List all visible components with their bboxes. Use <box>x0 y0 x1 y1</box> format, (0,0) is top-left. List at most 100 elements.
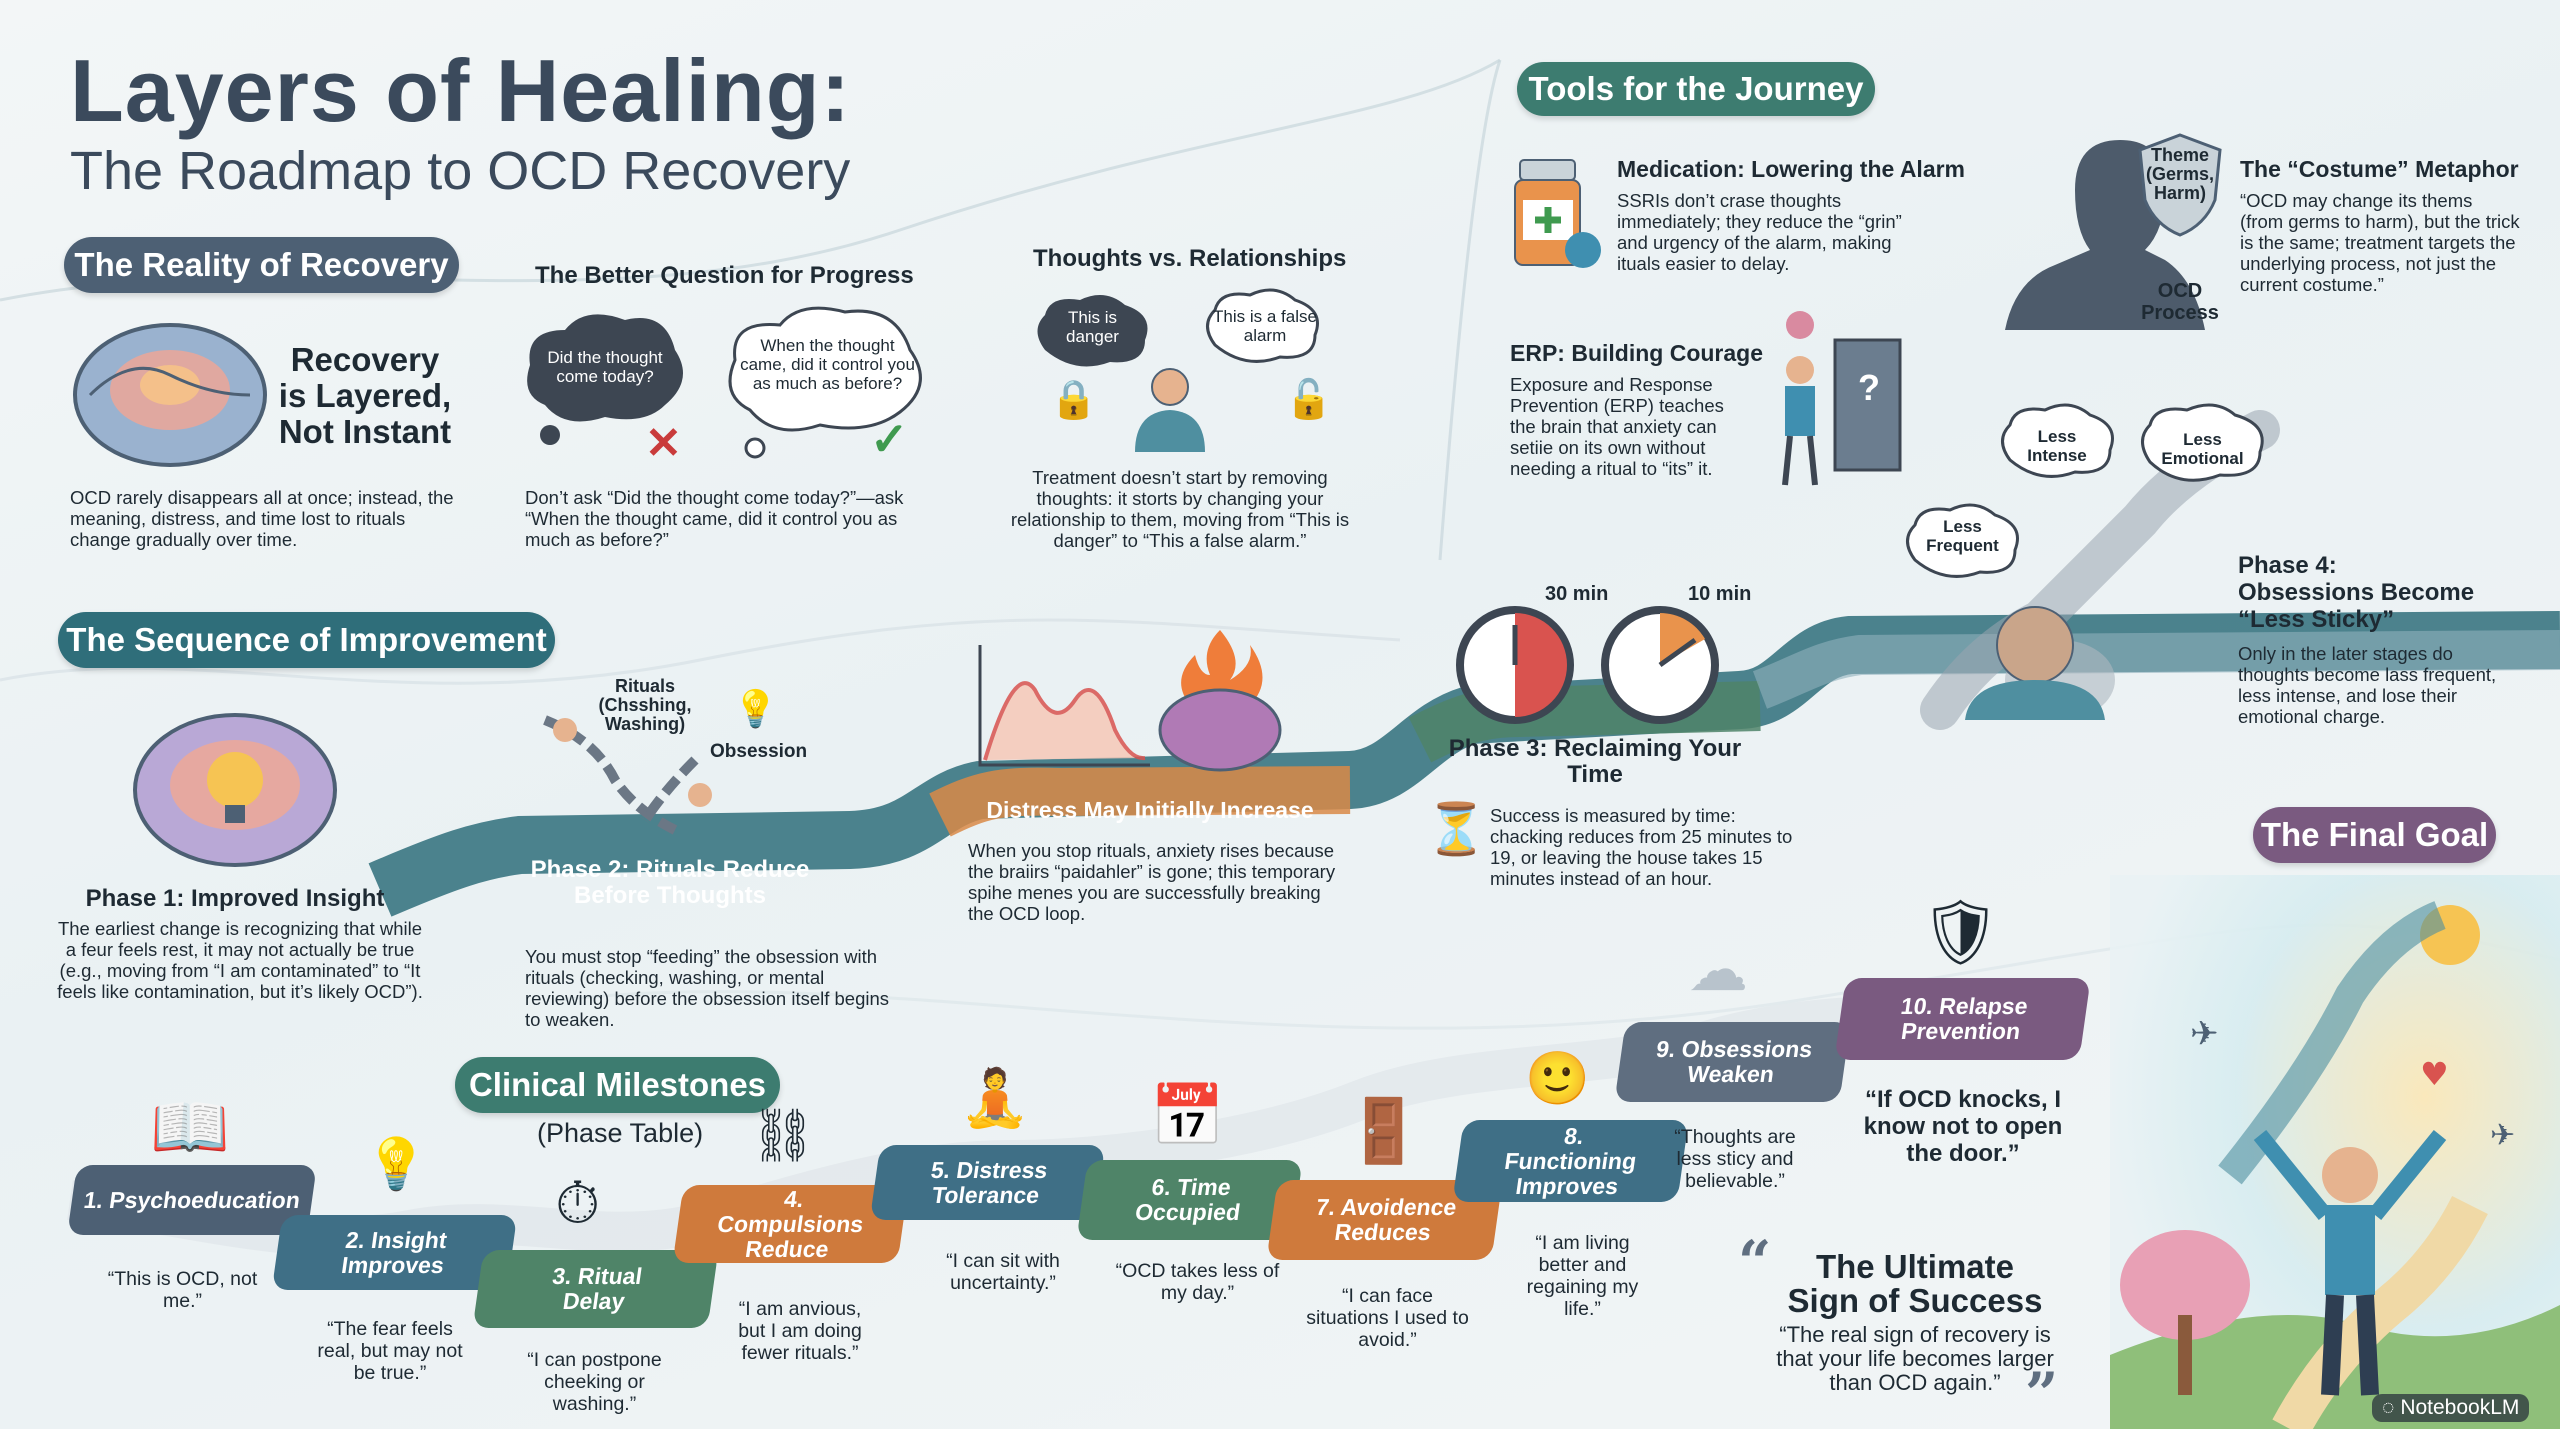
phase1-body: The earliest change is recognizing that … <box>57 918 423 1002</box>
distress-body: When you stop rituals, anxiety rises bec… <box>968 840 1336 924</box>
insight-lightbulb-icon: 💡 <box>365 1136 428 1192</box>
cloud-less-intense: Less Intense <box>2027 427 2087 465</box>
less-emotional-cloud <box>2141 403 2264 482</box>
reality-headline: Recovery is Layered, Not Instant <box>278 341 452 450</box>
milestone-9: 9. Obsessions Weaken <box>1614 1022 1851 1102</box>
medication-body: SSRIs don’t crase thoughts immediately; … <box>1617 190 1902 274</box>
milestone-1: 1. Psychoeducation <box>67 1165 317 1235</box>
bubble-new-question: When the thought came, did it control yo… <box>740 336 915 393</box>
phase4-body: Only in the later stages do thoughts bec… <box>2238 643 2497 727</box>
clock2-label: 10 min <box>1688 583 1752 605</box>
page-title: Layers of Healing: <box>70 41 851 140</box>
better-question-heading: The Better Question for Progress <box>535 262 914 289</box>
bubble-danger: This is danger <box>1066 308 1119 346</box>
shield-mask-icon <box>2138 133 2222 237</box>
quote-open-icon: “ <box>1738 1228 1772 1296</box>
wrong-icon: ✕ <box>645 419 682 468</box>
phase1-heading: Phase 1: Improved Insight <box>85 885 385 912</box>
broken-chains-icon <box>543 715 712 835</box>
reality-pill: The Reality of Recovery <box>64 237 459 293</box>
bubble-false-alarm: This is a false alarm <box>1213 307 1317 345</box>
milestone-8-quote: “I am living better and regaining my lif… <box>1526 1232 1639 1320</box>
light-thought-cloud-icon <box>728 306 922 459</box>
brain-fire-icon <box>1158 630 1282 772</box>
final-goal-illustration: ♥ ✈ ✈ <box>2110 875 2560 1429</box>
person-thinking-icon <box>1135 368 1205 452</box>
milestone-9-quote: “Thoughts are less sticy and believable.… <box>1674 1126 1796 1192</box>
notebooklm-watermark: ◌ NotebookLM <box>2372 1394 2530 1422</box>
milestone-4-quote: “I am anvious, but I am doing fewer ritu… <box>738 1298 862 1364</box>
svg-text:✈: ✈ <box>2490 1118 2515 1153</box>
dark-thought-cloud-icon <box>527 314 683 445</box>
milestone-3-quote: “I can postpone cheeking or washing.” <box>527 1349 662 1415</box>
sign-heading: The Ultimate Sign of Success <box>1787 1248 2043 1319</box>
brain-icon <box>73 323 267 467</box>
medication-bottle-icon <box>1514 159 1601 268</box>
small-cloud-icon: ☁ <box>1688 936 1748 1003</box>
costume-heading: The “Costume” Metaphor <box>2240 156 2519 182</box>
obsession-lightbulb-icon: 💡 <box>733 688 778 729</box>
shield-key-icon: 🛡 <box>1920 896 2002 968</box>
milestone-10-quote: “If OCD knocks, I know not to open the d… <box>1863 1086 2063 1167</box>
svg-text:✈: ✈ <box>2190 1014 2219 1054</box>
svg-text:♥: ♥ <box>2420 1055 2449 1093</box>
check-icon: ✓ <box>870 413 909 465</box>
better-question-body: Don’t ask “Did the thought come today?”—… <box>525 487 904 550</box>
milestone-10: 10. Relapse Prevention <box>1834 978 2091 1060</box>
phase3-body: Success is measured by time: chacking re… <box>1490 805 1793 889</box>
costume-body: “OCD may change its thems (from germs to… <box>2240 190 2520 295</box>
meditating-person-icon: 🧘 <box>960 1066 1030 1129</box>
final-goal-pill: The Final Goal <box>2253 807 2496 863</box>
obsession-label: Obsession <box>710 741 808 762</box>
process-label: OCD Process <box>2141 280 2219 324</box>
tools-pill: Tools for the Journey <box>1517 62 1875 116</box>
phase4-heading: Phase 4: Obsessions Become “Less Sticky” <box>2238 552 2475 633</box>
distress-label: Distress May Initially Increase <box>986 797 1314 823</box>
pause-clock-icon: ⏱ <box>555 1171 601 1236</box>
clock1-label: 30 min <box>1545 583 1609 605</box>
milestone-2-quote: “The fear feels real, but may not be tru… <box>317 1318 463 1384</box>
quote-close-icon: ” <box>2025 1360 2059 1428</box>
head-silhouette-icon <box>1965 606 2105 720</box>
thoughts-body: Treatment doesn’t start by removing thou… <box>1010 467 1350 551</box>
locked-padlock-icon: 🔒 <box>1050 379 1098 421</box>
theme-label: Theme (Germs, Harm) <box>2145 145 2215 203</box>
notebooklm-logo-icon: ◌ <box>2382 1396 2401 1419</box>
sequence-pill: The Sequence of Improvement <box>58 612 555 668</box>
sign-body: “The real sign of recovery is that your … <box>1776 1322 2054 1395</box>
svg-text:?: ? <box>1858 367 1880 408</box>
page-subtitle: The Roadmap to OCD Recovery <box>70 141 851 201</box>
door-courage-icon: ? <box>1782 311 1902 486</box>
milestones-pill: Clinical Milestones <box>455 1057 780 1113</box>
rituals-label: Rituals (Chsshing, Washing) <box>598 676 692 734</box>
false-alarm-cloud-icon <box>1206 288 1319 363</box>
bubble-old-question: Did the thought come today? <box>547 348 663 386</box>
less-intense-cloud <box>2001 403 2114 478</box>
phase2-body: You must stop “feeding” the obsession wi… <box>525 946 890 1030</box>
milestone-6: 6. Time Occupied <box>1076 1160 1303 1240</box>
calendar-icon: 📅 <box>1150 1082 1225 1149</box>
less-frequent-cloud <box>1906 503 2019 578</box>
book-icon: 📖 <box>150 1091 230 1163</box>
erp-heading: ERP: Building Courage <box>1510 340 1763 366</box>
erp-body: Exposure and Response Prevention (ERP) t… <box>1510 374 1724 479</box>
phase2-label: Phase 2: Rituals Reduce Before Thoughts <box>530 856 810 909</box>
open-door-icon: 🚪 <box>1345 1097 1423 1166</box>
clocks-icon <box>1456 606 1719 724</box>
milestone-1-quote: “This is OCD, not me.” <box>107 1268 258 1312</box>
broken-chain-icon: ⛓ <box>750 1107 817 1165</box>
milestone-5: 5. Distress Tolerance <box>869 1145 1106 1220</box>
milestones-caption: (Phase Table) <box>537 1118 704 1148</box>
milestone-8: 8. Functioning Improves <box>1452 1120 1689 1202</box>
medication-heading: Medication: Lowering the Alarm <box>1617 156 1966 182</box>
danger-cloud-icon <box>1037 295 1148 367</box>
anxiety-spike-chart-icon <box>978 645 1150 767</box>
milestone-7-quote: “I can face situations I used to avoid.” <box>1306 1285 1469 1351</box>
happy-person-icon: 🙂 <box>1525 1050 1590 1108</box>
milestone-5-quote: “I can sit with uncertainty.” <box>946 1250 1060 1294</box>
unlocked-padlock-icon: 🔓 <box>1285 379 1333 421</box>
milestone-6-quote: “OCD takes less of my day.” <box>1115 1260 1280 1304</box>
hourglass-icon: ⏳ <box>1425 801 1488 857</box>
brain-lightbulb-icon <box>133 713 337 867</box>
